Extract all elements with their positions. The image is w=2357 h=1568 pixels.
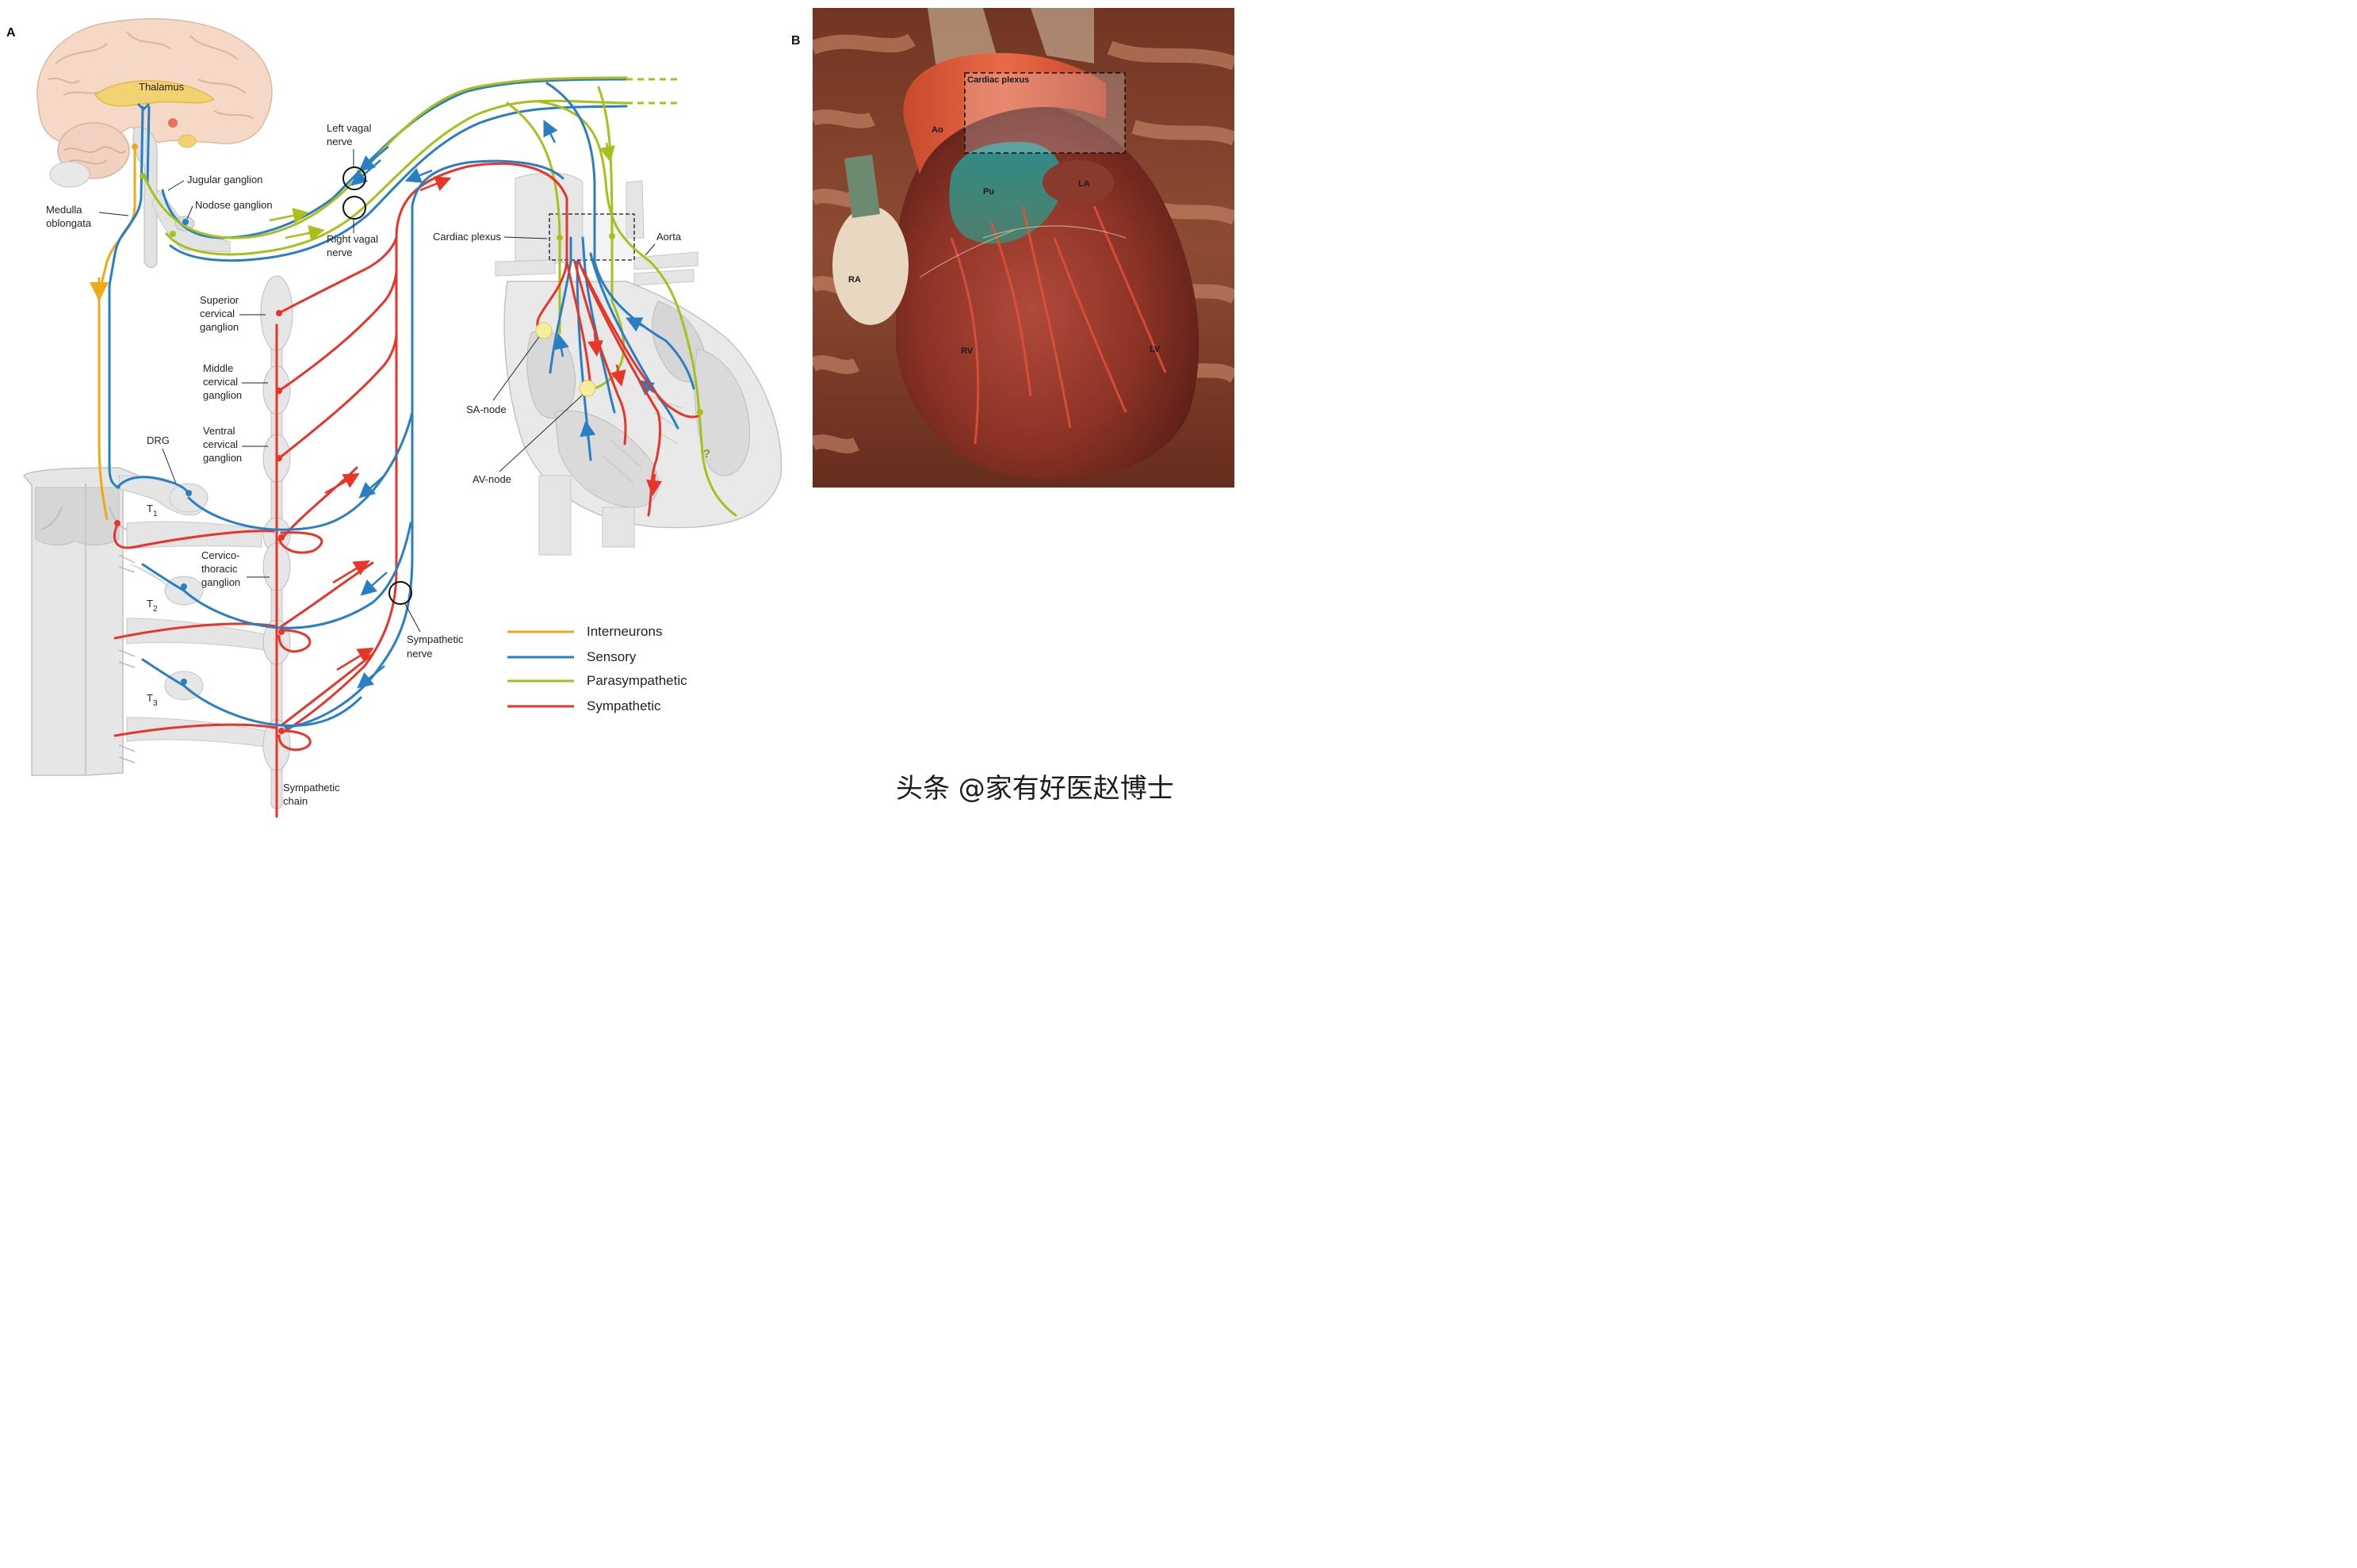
right-vagal-label-2: nerve [327,247,353,258]
photo-label-ao: Ao [932,125,943,135]
nodose-ganglion-label: Nodose ganglion [195,199,273,211]
t2-label: T2 [147,598,158,614]
sympathetic-chain-label-2: chain [283,795,308,807]
panel-a-diagram: Thalamus DRG T1 T2 T3 [22,17,782,818]
jugular-ganglion-label: Jugular ganglion [187,174,262,185]
legend-label-sensory: Sensory [587,649,637,664]
interneuron-path [98,145,136,521]
legend-label-sympathetic: Sympathetic [587,698,661,713]
aorta-label: Aorta [656,231,682,243]
legend-label-parasympathetic: Parasympathetic [587,673,687,688]
left-vagal-label-1: Left vagal [327,122,371,134]
spinal-cord [22,467,140,776]
ventral-ganglion-label-1: Ventral [203,425,235,437]
legend: Interneurons Sensory Parasympathetic Sym… [507,624,687,713]
sympathetic-nerve-trunk [280,236,398,735]
brain-illustration: Thalamus [36,17,273,269]
superior-ganglion-label-3: ganglion [200,321,239,333]
middle-ganglion-label-1: Middle [203,362,233,374]
middle-ganglion-label-3: ganglion [203,389,242,401]
legend-label-interneurons: Interneurons [587,624,662,639]
sa-node-label: SA-node [466,403,507,415]
photo-label-lv: LV [1150,345,1161,354]
left-vagal-label-2: nerve [327,136,353,147]
photo-label-ra: RA [848,275,861,285]
cervicothoracic-label-1: Cervico- [201,549,239,561]
photo-label-rv: RV [961,346,974,356]
ventral-ganglion-label-3: ganglion [203,452,242,464]
cardiac-plexus-label: Cardiac plexus [433,231,501,243]
vagal-sensory-lower [169,105,628,262]
cervicothoracic-label-2: thoracic [201,563,238,575]
vagal-parasym-lower [165,99,628,256]
cadaver-heart-photo: Cardiac plexus Ao Pu LA RA RV LV [813,8,1234,488]
t3-label: T3 [147,692,158,708]
panel-b-letter: B [791,34,801,48]
thalamus-label: Thalamus [139,81,185,93]
vagal-sensory-upper [161,78,628,239]
cardiac-plexus-box [549,213,635,261]
ventral-ganglion-label-2: cervical [203,438,238,450]
t1-label: T1 [147,503,158,518]
photo-cardiac-plexus-box [964,72,1126,154]
av-node-label: AV-node [473,473,511,485]
photo-label-cardiac-plexus: Cardiac plexus [967,75,1029,85]
vagal-parasym-upper [143,76,628,239]
medulla-label-2: oblongata [46,217,92,229]
sympathetic-chain-label-1: Sympathetic [283,782,340,794]
drg-label: DRG [147,434,170,446]
panel-a-letter: A [6,26,16,40]
figure-canvas: A B Thalamus [6,8,1234,818]
photo-label-la: LA [1078,179,1090,189]
right-vagal-label-1: Right vagal [327,233,378,245]
cervicothoracic-label-3: ganglion [201,576,240,588]
medulla-label-1: Medulla [46,204,82,216]
sensory-brain-spinal [108,105,144,489]
middle-ganglion-label-2: cervical [203,376,238,388]
sympathetic-nerve-label-1: Sympathetic [407,633,464,645]
unknown-pathway-mark: ? [703,447,710,461]
dorsal-root-ganglia: DRG T1 T2 T3 [118,434,266,748]
photo-label-pu: Pu [983,187,994,197]
sympathetic-nerve-label-2: nerve [407,648,433,660]
superior-ganglion-label-1: Superior [200,294,239,306]
superior-ganglion-label-2: cervical [200,308,235,319]
watermark-text: 头条 @家有好医赵博士 [896,773,1174,805]
